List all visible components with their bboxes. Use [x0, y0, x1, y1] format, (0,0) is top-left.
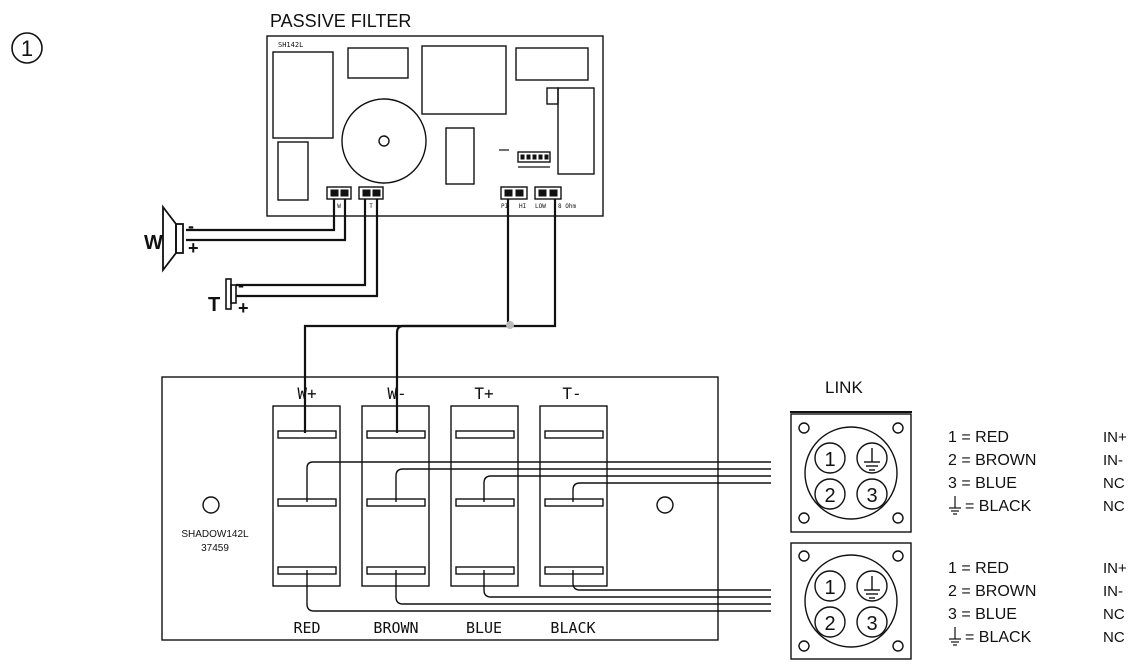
- terminal-color-black: BLACK: [550, 619, 595, 637]
- legend-func-2: IN-: [1103, 452, 1123, 469]
- svg-text:PI: PI: [501, 203, 509, 210]
- filter-coil-hole: [378, 135, 390, 147]
- legend-func-1: IN+: [1103, 560, 1127, 577]
- ground-icon: [864, 576, 880, 599]
- woofer-label: W: [144, 232, 163, 254]
- terminal-label-w-minus: W-: [387, 384, 406, 403]
- tweeter-plus: +: [238, 298, 249, 318]
- filter-board-label: SH142L: [278, 41, 303, 49]
- legend-pin-2: 2 = BROWN: [948, 583, 1036, 600]
- filter-component-round-coil: [341, 98, 427, 184]
- terminal-block: W+ W- T+ T- RED BROWN: [161, 376, 719, 641]
- filter-component-relay: [557, 87, 595, 175]
- filter-terminal-t: T: [358, 186, 384, 210]
- svg-text:1: 1: [824, 577, 835, 599]
- ground-icon: [949, 496, 961, 515]
- woofer-plus: +: [188, 238, 199, 258]
- ground-pin-icon: [856, 442, 888, 474]
- filter-component-resistor-1: [347, 47, 409, 79]
- tweeter-label: T: [208, 294, 220, 316]
- ground-icon: [949, 627, 961, 646]
- woofer: W - +: [144, 204, 199, 273]
- filter-board-outline: [266, 35, 604, 217]
- svg-text:W: W: [337, 203, 341, 210]
- link-connector-1: 1 2 3: [790, 411, 912, 533]
- filter-terminal-w: W: [326, 186, 352, 210]
- legend-func-1: IN+: [1103, 429, 1127, 446]
- terminal-color-blue: BLUE: [466, 619, 502, 637]
- input-wires: [303, 199, 557, 433]
- pin-legend-1: 1 = RED IN+ 2 = BROWN IN- 3 = BLUE NC = …: [948, 429, 1127, 515]
- svg-text:HI: HI: [519, 203, 527, 210]
- legend-pin-2: 2 = BROWN: [948, 452, 1036, 469]
- terminal-color-red: RED: [293, 619, 320, 637]
- terminal-label-t-plus: T+: [474, 384, 493, 403]
- svg-text:3: 3: [866, 485, 877, 507]
- filter-component-inductor: [272, 51, 334, 139]
- filter-component-coil: [421, 45, 507, 115]
- link-wires: [306, 461, 771, 612]
- filter-component-resistor-2: [515, 47, 589, 81]
- link-title: LINK: [825, 378, 863, 397]
- filter-terminal-input: PI HI: [500, 186, 528, 210]
- step-number: 1: [11, 32, 43, 64]
- svg-text:1: 1: [824, 449, 835, 471]
- svg-text:8 Ohm: 8 Ohm: [558, 203, 576, 210]
- terminal-label-w-plus: W+: [297, 384, 316, 403]
- wire-crossing-mark: [506, 321, 514, 329]
- filter-component-capacitor-2: [445, 127, 475, 185]
- passive-filter: PASSIVE FILTER SH142L W: [266, 11, 604, 217]
- filter-relay-tab: [546, 87, 559, 105]
- filter-header-connector: [517, 151, 551, 168]
- model-label: SHADOW142L: [181, 529, 249, 540]
- pin-legend-2: 1 = RED IN+ 2 = BROWN IN- 3 = BLUE NC = …: [948, 560, 1127, 646]
- svg-text:2: 2: [824, 485, 835, 507]
- passive-filter-title: PASSIVE FILTER: [270, 11, 411, 31]
- svg-text:3: 3: [866, 613, 877, 635]
- legend-pin-1: 1 = RED: [948, 560, 1009, 577]
- filter-terminal-output: LOW 8 Ohm: [534, 186, 576, 210]
- terminal-block-outline: [161, 376, 719, 641]
- mounting-hole-right: [656, 496, 674, 514]
- svg-text:2: 2: [824, 613, 835, 635]
- legend-func-3: NC: [1103, 475, 1125, 492]
- filter-component-capacitor-1: [277, 141, 309, 201]
- legend-func-ground: NC: [1103, 629, 1125, 646]
- terminal-label-t-minus: T-: [562, 384, 581, 403]
- woofer-minus: -: [188, 216, 194, 236]
- legend-pin-ground: = BLACK: [965, 629, 1032, 646]
- legend-pin-3: 3 = BLUE: [948, 606, 1017, 623]
- legend-pin-ground: = BLACK: [965, 498, 1032, 515]
- mounting-hole-left: [202, 496, 220, 514]
- legend-func-ground: NC: [1103, 498, 1125, 515]
- link-connector-2: 1 2 3: [790, 542, 912, 660]
- legend-func-3: NC: [1103, 606, 1125, 623]
- svg-text:LOW: LOW: [535, 203, 546, 210]
- terminal-color-brown: BROWN: [373, 619, 418, 637]
- step-number-text: 1: [21, 36, 33, 61]
- legend-pin-1: 1 = RED: [948, 429, 1009, 446]
- svg-text:T: T: [369, 203, 373, 210]
- speaker-wires: [186, 199, 379, 298]
- serial-label: 37459: [201, 543, 229, 554]
- ground-icon: [864, 448, 880, 471]
- legend-func-2: IN-: [1103, 583, 1123, 600]
- legend-pin-3: 3 = BLUE: [948, 475, 1017, 492]
